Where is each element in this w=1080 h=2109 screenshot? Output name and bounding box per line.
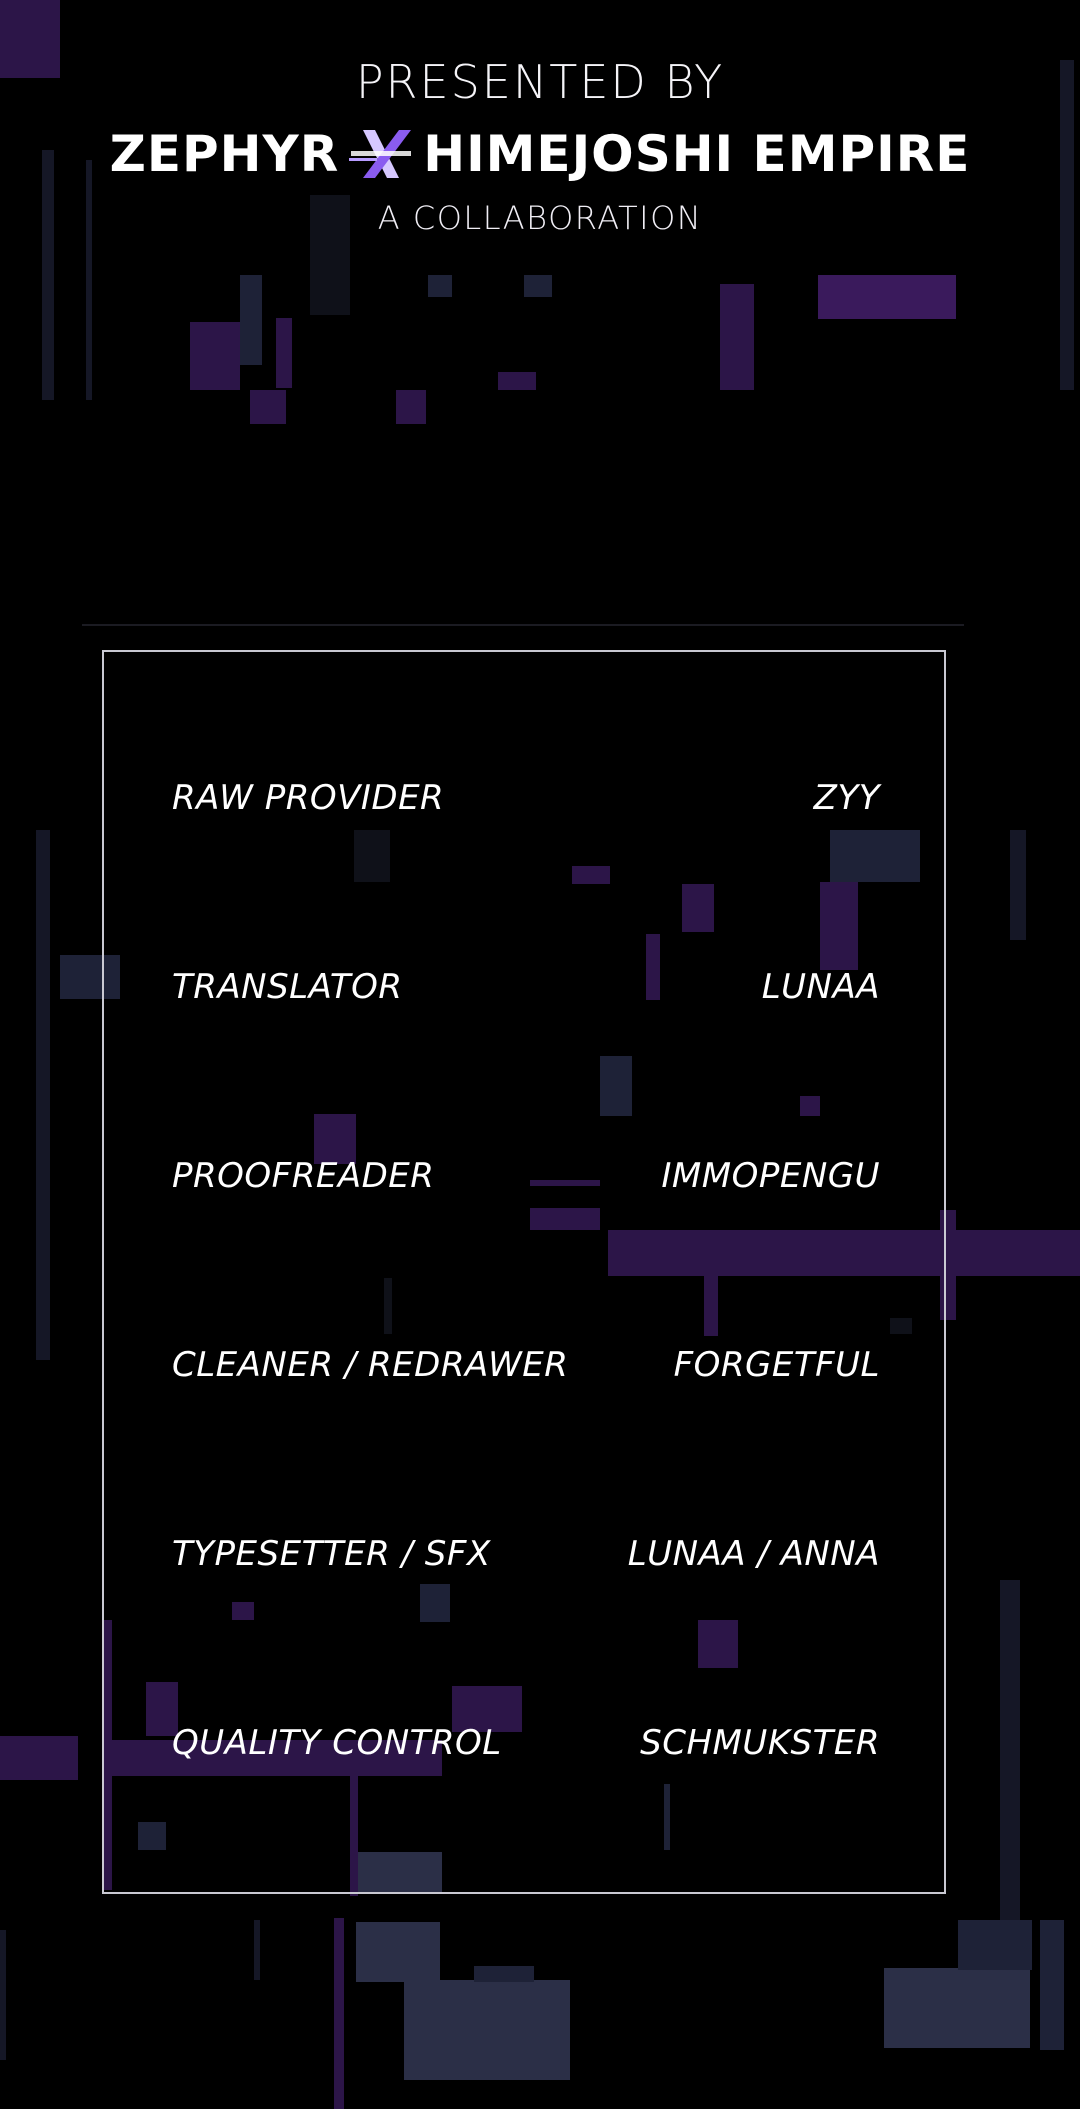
glitch-block xyxy=(240,275,262,365)
credit-role: TYPESETTER / SFX xyxy=(172,1534,491,1574)
glitch-block xyxy=(0,1930,6,2060)
credit-name: FORGETFUL xyxy=(673,1345,880,1385)
credit-row: TYPESETTER / SFX LUNAA / ANNA xyxy=(172,1528,880,1580)
credit-name: SCHMUKSTER xyxy=(640,1723,880,1763)
credit-name: IMMOPENGU xyxy=(661,1156,880,1196)
credit-row: RAW PROVIDER ZYY xyxy=(172,772,880,824)
glitch-block xyxy=(524,275,552,297)
glitch-block xyxy=(1010,830,1026,940)
credit-row: QUALITY CONTROL SCHMUKSTER xyxy=(172,1717,880,1769)
collaboration-title: ZEPHYR HIMEJOSHI EMPIRE xyxy=(0,124,1080,184)
credit-row: PROOFREADER IMMOPENGU xyxy=(172,1150,880,1202)
glitch-block xyxy=(818,275,956,319)
credit-row: TRANSLATOR LUNAA xyxy=(172,961,880,1013)
divider xyxy=(82,624,964,626)
credit-row: CLEANER / REDRAWER FORGETFUL xyxy=(172,1339,880,1391)
collaboration-x-icon xyxy=(349,124,413,184)
glitch-block xyxy=(720,284,754,390)
credit-role: RAW PROVIDER xyxy=(172,778,445,818)
credit-role: CLEANER / REDRAWER xyxy=(172,1345,569,1385)
glitch-block xyxy=(498,372,536,390)
credit-role: TRANSLATOR xyxy=(172,967,403,1007)
glitch-block xyxy=(474,1966,534,1982)
glitch-block xyxy=(190,322,240,390)
glitch-block xyxy=(1040,1920,1064,2050)
group-left-name: ZEPHYR xyxy=(109,125,340,183)
glitch-block xyxy=(428,275,452,297)
credit-role: QUALITY CONTROL xyxy=(172,1723,502,1763)
presented-by-label: PRESENTED BY xyxy=(355,55,725,109)
glitch-block xyxy=(250,390,286,424)
collaboration-subtitle: A COLLABORATION xyxy=(377,199,703,237)
glitch-block xyxy=(254,1920,260,1980)
credit-name: LUNAA / ANNA xyxy=(627,1534,880,1574)
glitch-block xyxy=(356,1922,440,1982)
glitch-block xyxy=(36,830,50,1360)
glitch-block xyxy=(276,318,292,388)
glitch-block xyxy=(1000,1580,1020,2000)
glitch-block xyxy=(958,1920,1032,1970)
header: PRESENTED BY ZEPHYR HIMEJOSHI EMPIRE A C… xyxy=(0,52,1080,238)
credits-frame xyxy=(102,650,946,1894)
glitch-block xyxy=(404,1980,570,2080)
glitch-block xyxy=(0,1736,78,1780)
glitch-block xyxy=(334,1918,344,2109)
credit-role: PROOFREADER xyxy=(172,1156,435,1196)
credit-name: ZYY xyxy=(813,778,880,818)
credit-name: LUNAA xyxy=(761,967,880,1007)
glitch-block xyxy=(396,390,426,424)
group-right-name: HIMEJOSHI EMPIRE xyxy=(423,125,971,183)
glitch-block xyxy=(884,1968,1030,2048)
